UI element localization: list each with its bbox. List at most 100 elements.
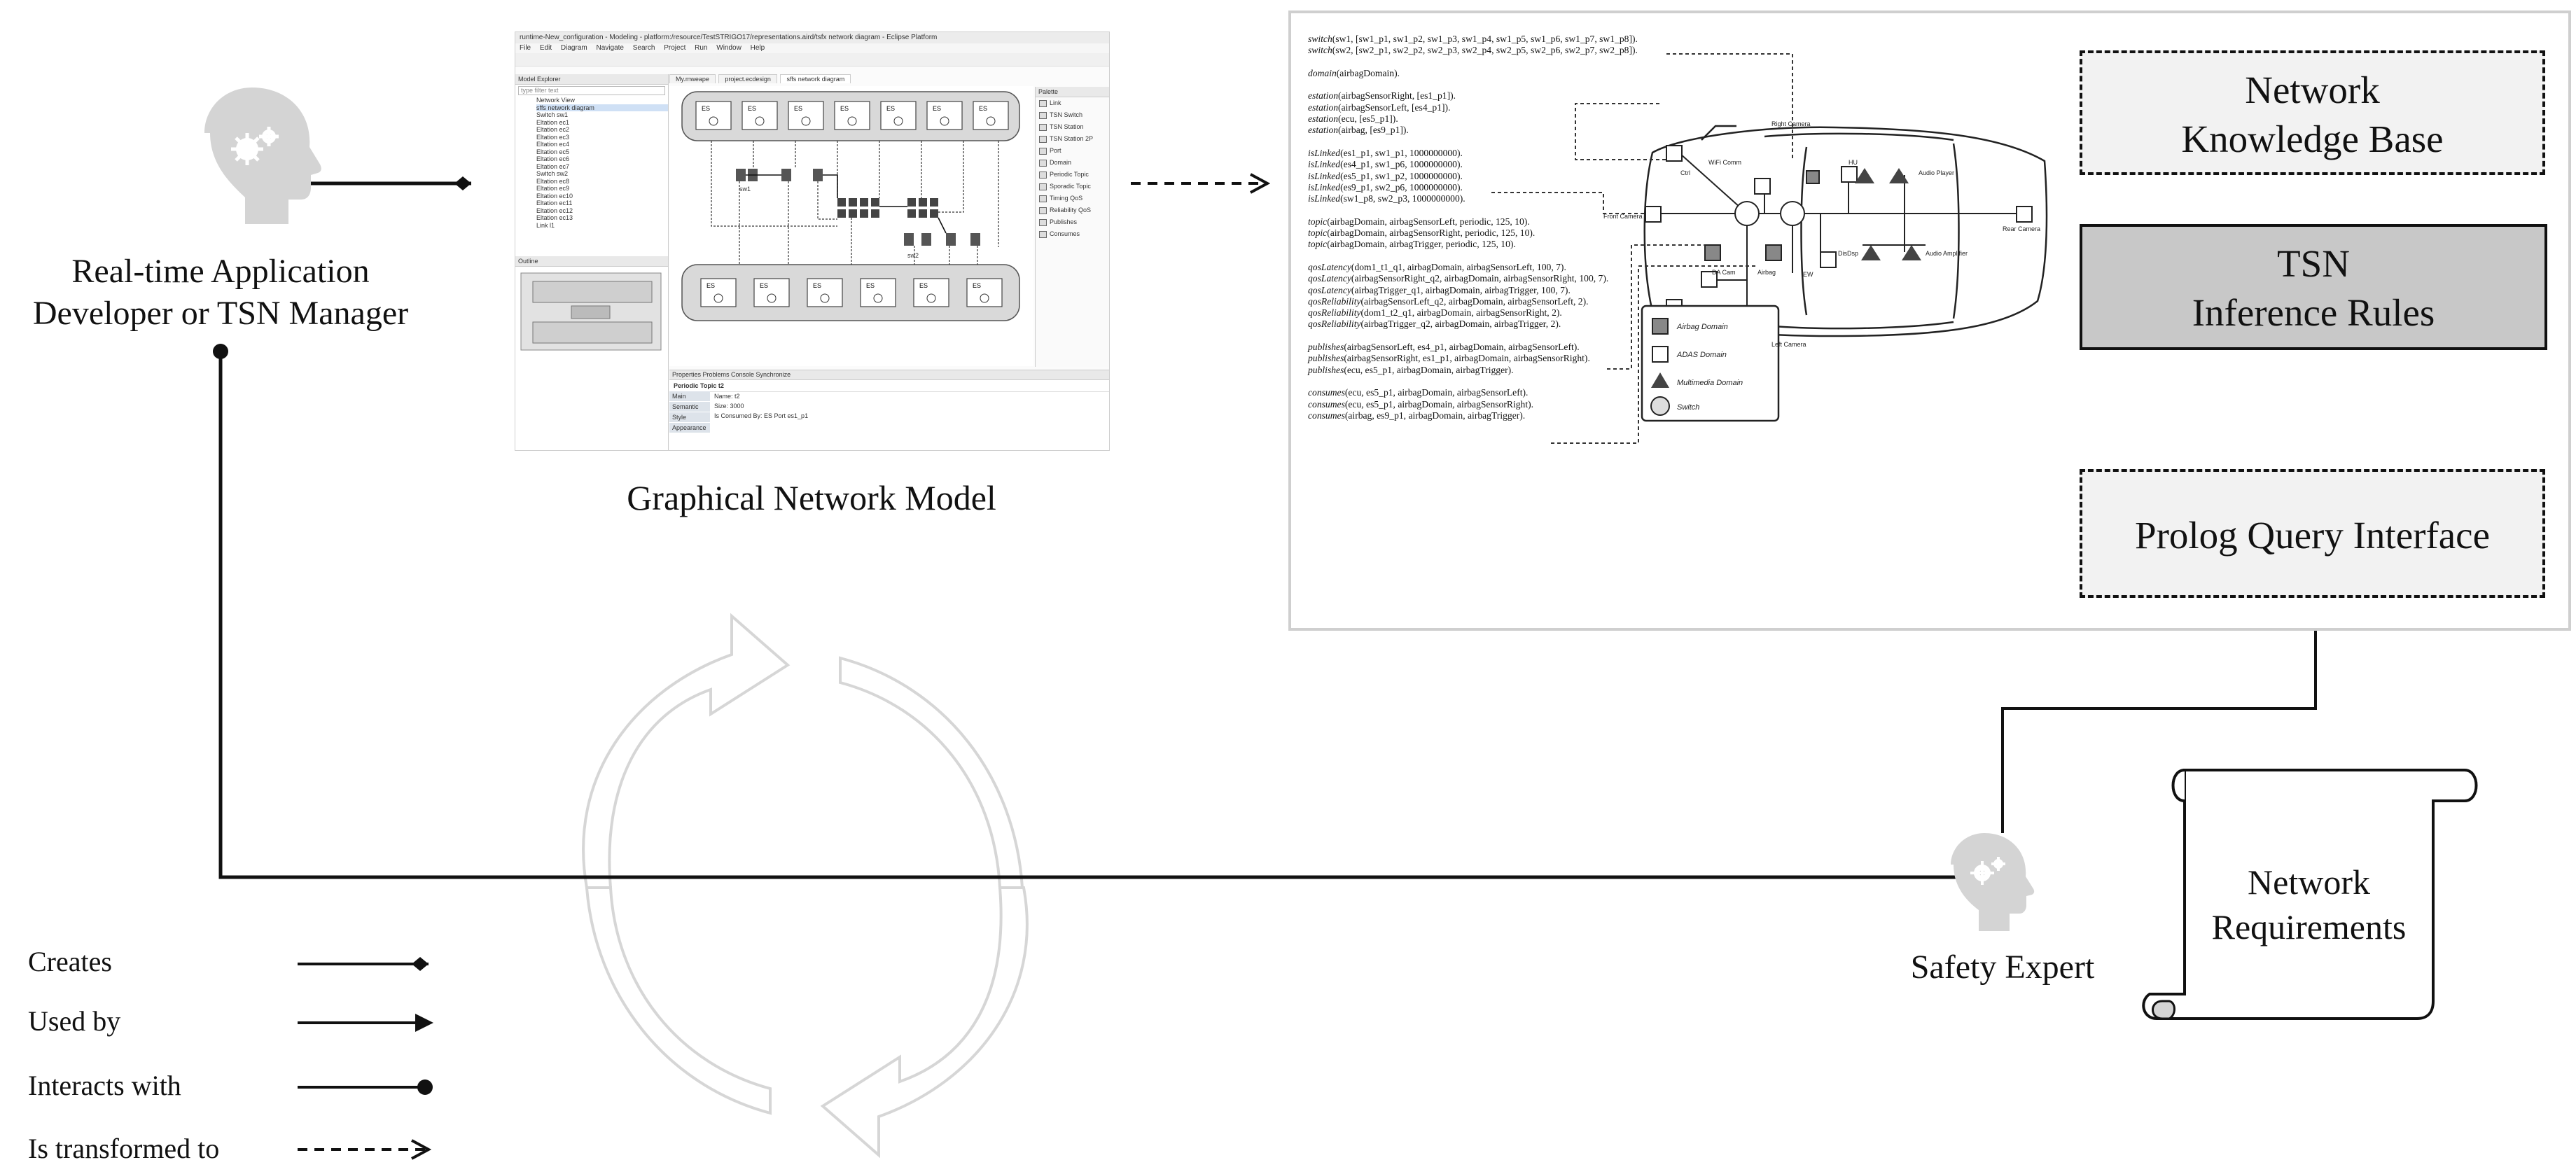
end-station-node: ES	[973, 101, 1009, 130]
tree-item[interactable]: Switch sw1	[536, 111, 569, 118]
prolog-args: (airbag, [es9_p1]).	[1338, 125, 1409, 136]
palette-item[interactable]: Publishes	[1036, 216, 1109, 228]
prolog-fact: qosLatency(airbagTrigger_q1, airbagDomai…	[1308, 285, 1700, 296]
prop-side-semantic[interactable]: Semantic	[669, 402, 710, 412]
prolog-args: (airbagSensorRight, [es1_p1]).	[1338, 90, 1456, 102]
prolog-fact: qosReliability(dom1_t2_q1, airbagDomain,…	[1308, 307, 1700, 319]
prolog-args: (es1_p1, sw1_p1, 1000000000).	[1340, 147, 1463, 158]
palette-item[interactable]: Consumes	[1036, 228, 1109, 240]
prolog-predicate: switch	[1308, 34, 1332, 44]
end-station-node: ES	[834, 101, 870, 130]
tree-item[interactable]: Eltation ec12	[536, 207, 573, 214]
palette-item[interactable]: Periodic Topic	[1036, 169, 1109, 181]
prolog-predicate: qosReliability	[1308, 307, 1361, 319]
palette-item[interactable]: TSN Station 2P	[1036, 133, 1109, 145]
prolog-fact: estation(airbagSensorLeft, [es4_p1]).	[1308, 102, 1700, 113]
tree-item[interactable]: Network View	[536, 97, 575, 104]
tree-item[interactable]: Eltation ec11	[536, 200, 573, 207]
prolog-predicate: qosReliability	[1308, 295, 1361, 307]
prop-side-main[interactable]: Main	[669, 391, 710, 402]
car-label-airbag: Airbag	[1757, 269, 1776, 276]
tree-item[interactable]: Eltation ec8	[536, 177, 570, 185]
car-legend-switch: Switch	[1677, 403, 1699, 412]
prolog-fact: qosReliability(airbagTrigger_q2, airbagD…	[1308, 319, 1700, 330]
tab-my-mweape[interactable]: My.mweape	[669, 74, 716, 83]
prolog-args: (airbagSensorLeft_q2, airbagDomain, airb…	[1360, 295, 1589, 307]
tree-item[interactable]: Eltation ec7	[536, 162, 570, 170]
tree-item[interactable]: Switch sw2	[536, 170, 569, 177]
prolog-args: (ecu, es5_p1, airbagDomain, airbagSensor…	[1344, 387, 1529, 398]
menu-help[interactable]: Help	[750, 44, 765, 52]
prolog-predicate: estation	[1308, 125, 1339, 136]
palette-item[interactable]: TSN Station	[1036, 121, 1109, 133]
car-label-audio-player: Audio Player	[1919, 169, 1954, 176]
menu-window[interactable]: Window	[716, 44, 742, 52]
menu-diagram[interactable]: Diagram	[560, 44, 587, 52]
prolog-predicate: qosLatency	[1308, 261, 1351, 272]
end-station-label: ES	[886, 105, 895, 112]
tree-item[interactable]: sffs network diagram	[536, 104, 668, 111]
tsn-inference-rules-box: TSN Inference Rules	[2080, 224, 2547, 350]
palette-item[interactable]: Reliability QoS	[1036, 204, 1109, 216]
menu-search[interactable]: Search	[632, 44, 655, 52]
tree-item[interactable]: Eltation ec5	[536, 148, 570, 155]
interacts-dot	[213, 344, 228, 359]
tree-item[interactable]: Eltation ec2	[536, 126, 570, 133]
tree-item[interactable]: Eltation ec3	[536, 133, 570, 141]
tree-item[interactable]: Link l1	[536, 221, 555, 229]
prolog-fact: switch(sw1, [sw1_p1, sw1_p2, sw1_p3, sw1…	[1308, 34, 1700, 45]
car-legend-airbag: Airbag Domain	[1676, 323, 1728, 331]
prolog-predicate: consumes	[1308, 387, 1345, 398]
central-port-array	[837, 198, 938, 218]
tree-item[interactable]: Eltation ec10	[536, 192, 573, 200]
car-label-dashboard: DisDsp	[1838, 250, 1858, 257]
legend-interacts-dot	[417, 1079, 433, 1095]
prolog-predicate: isLinked	[1308, 193, 1341, 204]
menu-run[interactable]: Run	[695, 44, 708, 52]
palette-item[interactable]: Link	[1036, 97, 1109, 109]
tree-item[interactable]: Eltation ec4	[536, 141, 570, 148]
prop-side-style[interactable]: Style	[669, 412, 710, 423]
menu-file[interactable]: File	[520, 44, 531, 52]
explorer-search-input[interactable]: type filter text	[518, 86, 665, 95]
properties-rows: Name: t2 Size: 3000 Is Consumed By: ES P…	[714, 391, 1106, 421]
menu-project[interactable]: Project	[664, 44, 686, 52]
prolog-predicate: isLinked	[1308, 181, 1341, 193]
tab-network-diagram[interactable]: sffs network diagram	[780, 74, 851, 83]
tree-item[interactable]: Eltation ec1	[536, 118, 570, 126]
prop-row-size: Size: 3000	[714, 403, 744, 410]
palette-item[interactable]: Port	[1036, 145, 1109, 157]
prolog-args: (airbagDomain).	[1336, 67, 1400, 78]
car-legend-adas: ADAS Domain	[1676, 351, 1727, 359]
model-explorer-pane: Model Explorer type filter text Network …	[515, 74, 669, 270]
tree-item[interactable]: Eltation ec6	[536, 155, 570, 162]
prolog-predicate: isLinked	[1308, 147, 1341, 158]
palette-item[interactable]: Timing QoS	[1036, 193, 1109, 204]
model-explorer-title: Model Explorer	[515, 74, 668, 85]
eclipse-menu-bar: File Edit Diagram Navigate Search Projec…	[515, 43, 1109, 53]
palette-item[interactable]: TSN Switch	[1036, 109, 1109, 121]
prop-row-consumed: Is Consumed By: ES Port es1_p1	[714, 412, 809, 419]
prolog-args: (es9_p1, sw2_p6, 1000000000).	[1340, 181, 1463, 193]
developer-label-line2: Developer or TSN Manager	[32, 295, 409, 332]
menu-navigate[interactable]: Navigate	[596, 44, 624, 52]
developer-label: Real-time Application Developer or TSN M…	[0, 251, 441, 335]
network-requirements-label: Network Requirements	[2185, 860, 2433, 949]
prop-side-appearance[interactable]: Appearance	[669, 423, 710, 433]
end-station-label: ES	[813, 282, 821, 289]
palette-item[interactable]: Domain	[1036, 157, 1109, 169]
switch-sw2-label: sw2	[907, 252, 919, 259]
tab-project-ecdesign[interactable]: project.ecdesign	[718, 74, 777, 83]
tree-item[interactable]: Eltation ec13	[536, 214, 573, 221]
prolog-fact: consumes(ecu, es5_p1, airbagDomain, airb…	[1308, 399, 1700, 410]
end-station-label: ES	[866, 282, 875, 289]
palette-item[interactable]: Sporadic Topic	[1036, 181, 1109, 193]
properties-title: Periodic Topic t2	[669, 380, 1109, 392]
used-by-connector	[2001, 598, 2325, 833]
tree-item[interactable]: Eltation ec9	[536, 185, 570, 192]
menu-edit[interactable]: Edit	[539, 44, 552, 52]
requirements-line1: Network	[2248, 862, 2370, 902]
